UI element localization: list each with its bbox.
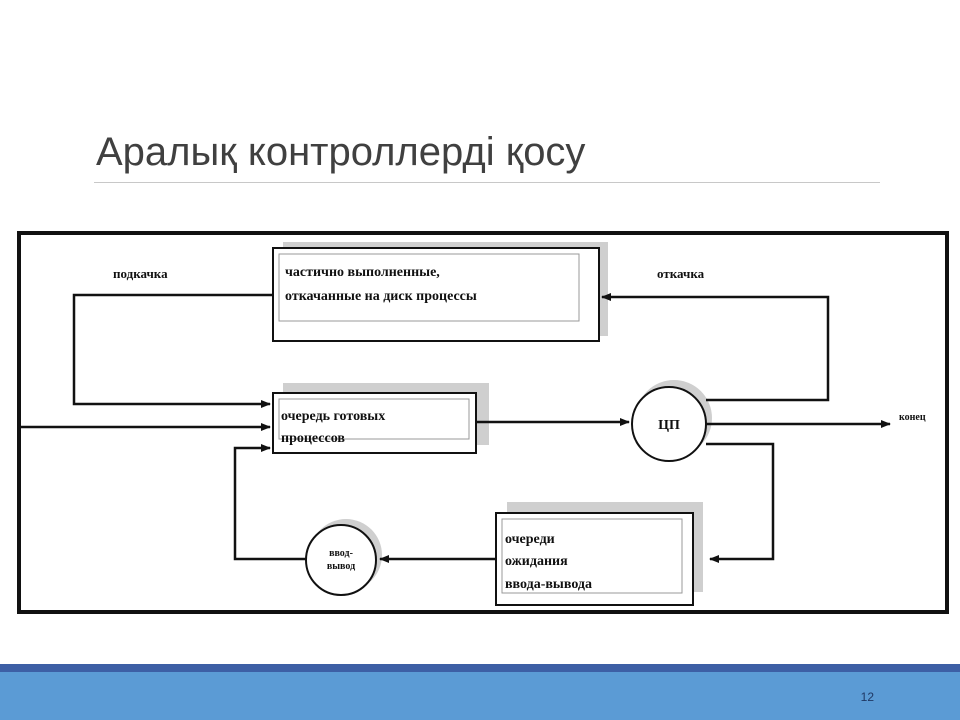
arrow-swap-out [601,293,830,402]
label-otkachka: откачка [657,266,705,281]
box-io-queue: очереди ожидания ввода-вывода [495,502,703,606]
cpu-label: ЦП [658,418,680,433]
cpu-circle: ЦП [631,380,712,462]
io-circle: ввод- вывод [305,519,382,596]
box-ready-queue: очередь готовых процессов [272,383,489,454]
box-swapped-line-1: частично выполненные, [285,265,440,280]
box-swapped-processes: частично выполненные, откачанные на диск… [272,242,608,342]
box-swapped-line-2: откачанные на диск процессы [285,289,477,304]
arrow-swap-in [72,293,273,408]
io-label-line-1: ввод- [329,548,353,559]
footer-bar: 12 [0,672,960,720]
box-ready-line-1: очередь готовых [281,409,385,424]
process-diagram: частично выполненные, откачанные на диск… [17,231,949,614]
label-podkachka: подкачка [113,266,168,281]
footer-accent-strip [0,664,960,672]
slide-title: Аралық контроллерді қосу [96,130,586,174]
label-konec: конец [899,412,926,423]
io-label-line-2: вывод [327,561,355,572]
arrow-io-to-ready [233,444,306,561]
box-io-line-1: очереди [505,532,555,547]
box-io-line-2: ожидания [505,554,568,569]
title-divider [94,182,880,183]
page-number: 12 [860,690,874,704]
box-ready-line-2: процессов [281,431,345,446]
arrow-cpu-to-io-queue [706,442,775,563]
box-io-line-3: ввода-вывода [505,577,592,592]
